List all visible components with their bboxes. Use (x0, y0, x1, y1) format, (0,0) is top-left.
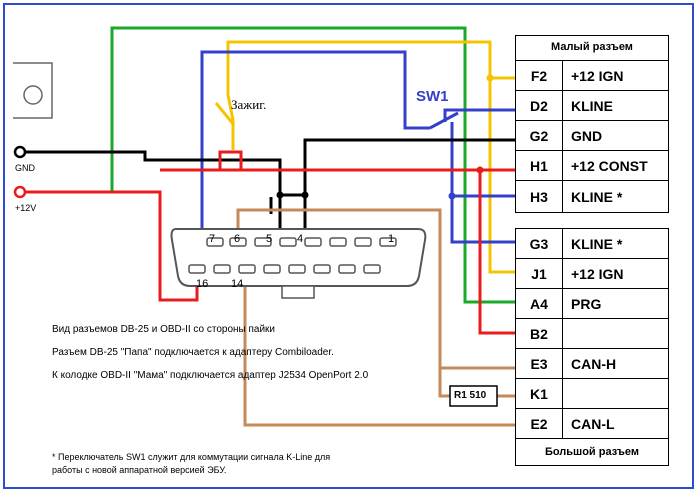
pin-label-16: 16 (196, 278, 208, 290)
wire-black-g2 (303, 138, 515, 240)
pin-label-1: 1 (388, 233, 394, 245)
small-pin-f2: F2 (515, 60, 563, 91)
wire-black (20, 150, 282, 195)
ignition-label: Зажиг. (231, 97, 267, 112)
pin-label-5: 5 (266, 233, 272, 245)
large-signal-g3: KLINE * (562, 228, 669, 259)
small-signal-f2: +12 IGN (562, 60, 669, 91)
wire-yellow (226, 40, 515, 274)
large-pin-e2: E2 (515, 408, 563, 439)
pin-label-6: 6 (234, 233, 240, 245)
small-signal-h3: KLINE * (562, 180, 669, 213)
footnote-line1: * Переключатель SW1 служит для коммутаци… (52, 452, 331, 462)
large-pin-k1: K1 (515, 378, 563, 409)
large-signal-k1 (562, 378, 669, 409)
diagram-frame (3, 3, 694, 489)
small-pin-h3: H3 (515, 180, 563, 213)
small-pin-h1: H1 (515, 150, 563, 181)
obd-bottom-pins (188, 264, 381, 274)
wire-blue-h3 (450, 122, 515, 244)
resistor-label: R1 510 (454, 390, 487, 401)
large-pin-e3: E3 (515, 348, 563, 379)
gnd-label: GND (15, 163, 35, 173)
sw1-label: SW1 (416, 88, 449, 105)
large-signal-e3: CAN-H (562, 348, 669, 379)
obd-connector-tab (281, 285, 315, 299)
wire-red-ign (218, 150, 243, 170)
junction-yellow (486, 74, 494, 82)
note-line3: К колодке OBD-II "Мама" подключается ада… (52, 370, 369, 381)
obd-top-pins (206, 237, 397, 247)
wire-red-main (160, 168, 515, 335)
wire-red (20, 190, 199, 302)
small-connector-table: Малый разъем F2 +12 IGN D2 KLINE G2 GND … (515, 35, 669, 213)
small-pin-g2: G2 (515, 120, 563, 151)
small-signal-h1: +12 CONST (562, 150, 669, 181)
large-connector-table: G3 KLINE * J1 +12 IGN A4 PRG B2 E3 CAN-H… (515, 228, 669, 466)
large-pin-b2: B2 (515, 318, 563, 349)
plug-hole-icon (23, 85, 43, 105)
footnote-line2: работы с новой аппаратной версией ЭБУ. (52, 465, 227, 475)
pin-label-4: 4 (297, 233, 303, 245)
large-signal-a4: PRG (562, 288, 669, 319)
small-pin-d2: D2 (515, 90, 563, 121)
junction-blue (448, 192, 456, 200)
large-signal-j1: +12 IGN (562, 258, 669, 289)
small-connector-title: Малый разъем (551, 41, 633, 53)
large-pin-a4: A4 (515, 288, 563, 319)
junction-red (476, 166, 484, 174)
junction-black-a (276, 191, 284, 199)
wire-brown-r1 (438, 368, 450, 398)
large-connector-title: Большой разъем (544, 446, 640, 458)
wire-brown-canl (243, 272, 515, 427)
small-signal-d2: KLINE (562, 90, 669, 121)
wire-brown-canh (236, 208, 515, 370)
note-line2: Разъем DB-25 "Папа" подключается к адапт… (52, 347, 334, 358)
large-pin-j1: J1 (515, 258, 563, 289)
gnd-terminal-icon (13, 145, 27, 159)
large-signal-e2: CAN-L (562, 408, 669, 439)
plus12v-terminal-icon (13, 185, 27, 199)
pin-label-7: 7 (209, 233, 215, 245)
large-pin-g3: G3 (515, 228, 563, 259)
wire-blue-d2 (443, 108, 515, 122)
junction-black-b (301, 191, 309, 199)
large-signal-b2 (562, 318, 669, 349)
small-signal-g2: GND (562, 120, 669, 151)
note-line1: Вид разъемов DB-25 и OBD-II со стороны п… (52, 324, 276, 335)
pin-label-14: 14 (231, 278, 243, 290)
plus12v-label: +12V (15, 203, 37, 213)
resistor-r1 (449, 385, 498, 407)
ignition-switch-contact (214, 102, 236, 126)
